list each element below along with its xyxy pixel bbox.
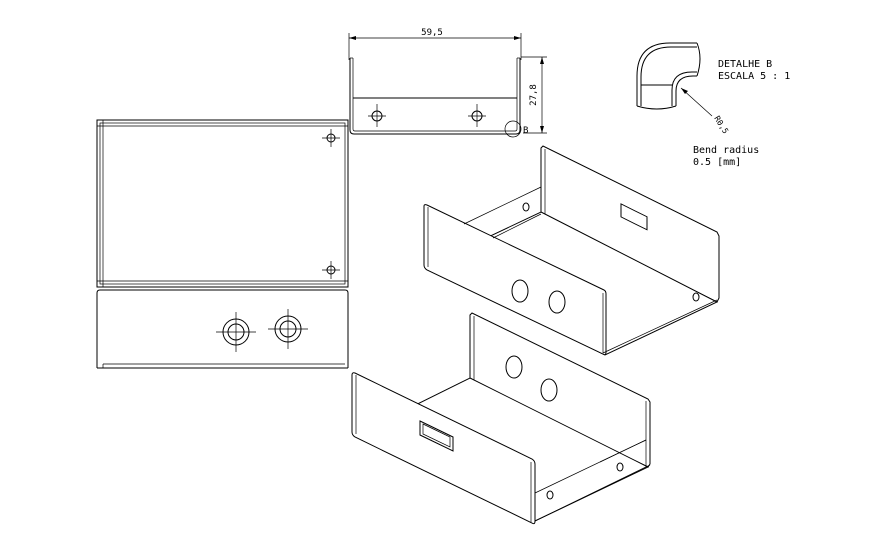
detail-marker-label: B [523, 126, 528, 136]
side-view [96, 289, 349, 369]
isometric-view-lower [351, 312, 651, 525]
top-view [96, 119, 349, 288]
front-view: 59,5 27,8 B [348, 28, 547, 138]
bend-radius-note-line1: Bend radius [693, 145, 759, 156]
side-hole-left [216, 312, 256, 352]
detail-b-view: R0,5 DETALHE B ESCALA 5 : 1 Bend radius … [636, 42, 790, 168]
detail-title: DETALHE B [718, 59, 772, 70]
side-hole-right [268, 309, 308, 349]
top-hole-lower [322, 261, 340, 279]
detail-scale: ESCALA 5 : 1 [718, 71, 790, 82]
front-hole-right [468, 104, 486, 127]
height-dimension-label: 27,8 [529, 84, 539, 106]
front-hole-left [368, 104, 386, 127]
bend-radius-note-line2: 0.5 [mm] [693, 157, 741, 168]
top-hole-upper [322, 129, 340, 147]
width-dimension-label: 59,5 [421, 28, 443, 38]
isometric-view-upper [423, 145, 720, 356]
radius-label: R0,5 [712, 114, 730, 135]
